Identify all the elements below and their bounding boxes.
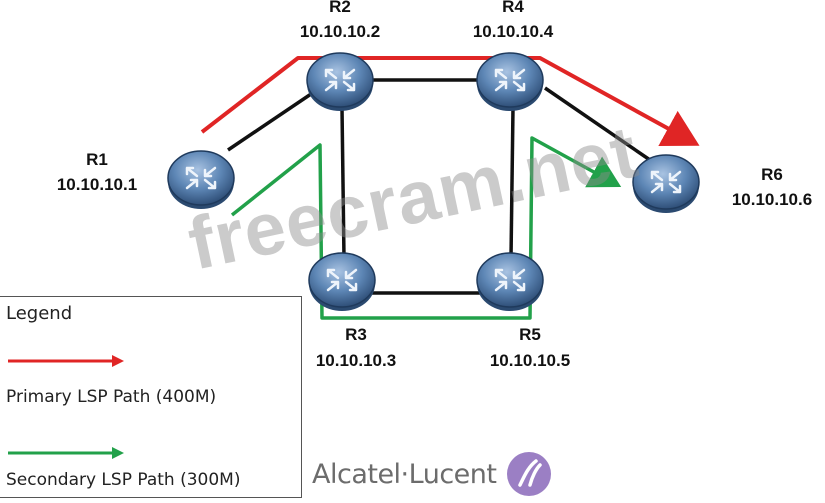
primary-lsp-path (200, 56, 700, 146)
router-r5[interactable] (476, 252, 544, 311)
router-r6-address: 10.10.10.6 (732, 190, 812, 209)
brand: Alcatel·Lucent (312, 450, 552, 498)
router-r4-icon (494, 68, 526, 92)
router-r3-icon (326, 268, 358, 292)
links (227, 78, 651, 295)
brand-name: Alcatel·Lucent (312, 458, 497, 490)
legend-secondary-label: Secondary LSP Path (300M) (6, 470, 241, 490)
router-r5-icon (494, 268, 526, 292)
link-r4-r6 (544, 86, 651, 162)
router-r2[interactable] (306, 52, 374, 111)
router-r1-name: R1 (86, 150, 108, 169)
router-r6-icon (650, 170, 682, 194)
legend-primary-arrow (8, 355, 124, 367)
router-r4-name: R4 (502, 0, 524, 16)
router-r5-name: R5 (519, 325, 541, 344)
router-r1[interactable] (167, 150, 235, 209)
link-r4-r5 (509, 107, 515, 259)
router-r4-address: 10.10.10.4 (473, 22, 554, 41)
router-r5-address: 10.10.10.5 (490, 351, 570, 370)
router-r4[interactable] (476, 52, 544, 111)
router-r2-name: R2 (329, 0, 351, 16)
link-r2-r3 (340, 107, 346, 259)
legend-primary-label: Primary LSP Path (400M) (6, 387, 217, 407)
secondary-lsp-path (230, 136, 622, 320)
legend-title: Legend (6, 303, 73, 324)
router-r3-name: R3 (345, 325, 367, 344)
legend-box: Legend Primary LSP Path (400M) Secondary… (0, 296, 302, 498)
router-r1-address: 10.10.10.1 (57, 175, 137, 194)
alcatel-lucent-logo-icon (507, 452, 552, 496)
router-r3[interactable] (308, 252, 376, 311)
router-r3-address: 10.10.10.3 (316, 351, 396, 370)
legend-secondary-arrow (8, 447, 124, 459)
router-r2-address: 10.10.10.2 (300, 22, 380, 41)
router-r6-name: R6 (761, 165, 783, 184)
router-r6[interactable] (632, 154, 700, 213)
router-r1-icon (185, 166, 217, 190)
link-r1-r2 (227, 90, 315, 152)
router-r2-icon (324, 68, 356, 92)
